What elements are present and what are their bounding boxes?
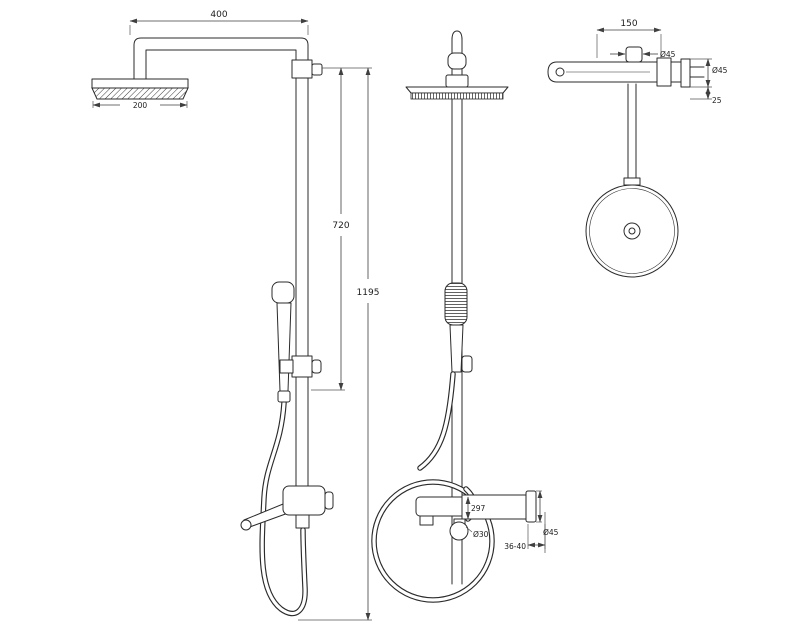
dim-1195-label: 1195 — [357, 288, 380, 298]
hand-shower-head — [271, 281, 295, 304]
pipe-cap — [451, 30, 463, 41]
hub-circle — [623, 222, 641, 240]
hand-shower-handle-side — [449, 324, 464, 373]
temperature-knob-side — [449, 521, 469, 541]
shower-arm — [133, 37, 309, 80]
dimension-pipe-diameter: Ø30 — [465, 526, 489, 539]
arm-outer — [133, 37, 309, 80]
hand-shower-handle — [276, 302, 292, 392]
dimension-escutcheon-plan: Ø45 — [690, 58, 728, 88]
hand-shower-front — [271, 281, 295, 403]
rain-shower-head-front — [91, 78, 189, 100]
dim-297-label: 297 — [471, 504, 486, 513]
mixer-outlet — [295, 514, 310, 529]
dimension-diverter-diameter: Ø45 — [610, 50, 676, 59]
mixer-body — [282, 485, 326, 516]
dim-o45-side-label: Ø45 — [543, 528, 559, 537]
body-neck — [670, 61, 682, 83]
dimension-upper-column: 720 — [311, 67, 372, 391]
head-spray-face — [91, 87, 189, 100]
dim-36-40-label: 36-40 — [504, 542, 526, 551]
wall-mount-plan — [656, 57, 705, 88]
mixer-body-plan — [656, 57, 672, 87]
dimension-total-height: 1195 — [298, 67, 380, 621]
hose-loop-inner — [372, 480, 494, 602]
hose-inner — [260, 401, 307, 616]
wall-escutcheon — [525, 490, 537, 523]
rain-shower-head-side — [405, 74, 509, 100]
hand-shower-side — [444, 282, 473, 373]
top-fitting — [291, 59, 313, 79]
head-disc — [405, 86, 509, 94]
diverter-knob-plan — [625, 46, 643, 63]
hub-center — [628, 227, 636, 235]
shower-hose-side — [371, 371, 495, 603]
arm-inner — [145, 49, 297, 80]
diverter-knob-side — [447, 52, 467, 70]
dim-o45-plan-label: Ø45 — [712, 66, 728, 75]
dimension-escutcheon-side: Ø45 — [536, 490, 559, 537]
shower-hose-front — [259, 400, 308, 617]
spout-plan — [547, 46, 658, 83]
dimension-head-width: 200 — [92, 101, 188, 110]
holder-clamp — [279, 359, 294, 374]
aerator — [555, 67, 565, 77]
dimension-spout-height: 297 — [465, 496, 486, 520]
head-nozzles — [410, 92, 504, 100]
dimension-spout-length: 150 — [596, 19, 662, 58]
hose-entry-inner — [418, 372, 455, 470]
dim-200-label: 200 — [133, 101, 148, 110]
spout-side — [415, 496, 467, 517]
slider-knob-side — [461, 355, 473, 373]
hand-shower-face — [444, 282, 468, 326]
drop-pipe-plan — [623, 83, 641, 186]
dim-150-label: 150 — [620, 19, 637, 29]
leader-line — [465, 526, 473, 533]
mixer-valve-front — [240, 485, 334, 531]
lever-knob — [240, 519, 252, 531]
dimension-escutcheon-depth: 25 — [690, 86, 722, 105]
pipe-joint — [623, 177, 641, 186]
dimension-arm-length: 400 — [129, 10, 309, 35]
hose-connector — [277, 390, 291, 403]
slider-body — [291, 355, 313, 378]
mixer-side-knob — [324, 491, 334, 510]
dim-o30-label: Ø30 — [473, 530, 489, 539]
head-collar — [445, 74, 469, 88]
slider-holder-front — [279, 355, 322, 378]
mixer-valve-side — [415, 490, 546, 553]
spout-outlet — [419, 515, 434, 526]
escutcheon-plan — [680, 58, 691, 88]
dimension-wall-clearance: 36-40 — [504, 524, 546, 551]
side-view: 297 Ø30 36-40 Ø45 — [371, 30, 559, 603]
head-outer-circle — [585, 184, 679, 278]
head-inner-circle — [589, 188, 675, 274]
diverter-knob-front — [311, 63, 323, 76]
shower-head-plan — [585, 184, 679, 278]
head-top — [91, 78, 189, 89]
dim-o45-diverter-label: Ø45 — [660, 50, 676, 59]
mixer-body-side — [461, 494, 527, 520]
dim-720-label: 720 — [332, 221, 349, 231]
slider-knob — [311, 359, 322, 374]
front-view: 400 200 — [91, 10, 380, 621]
riser-column-front — [291, 57, 323, 488]
top-view: 150 Ø45 Ø45 25 — [547, 19, 728, 278]
dim-400-label: 400 — [210, 10, 227, 20]
dim-25-label: 25 — [712, 96, 722, 105]
